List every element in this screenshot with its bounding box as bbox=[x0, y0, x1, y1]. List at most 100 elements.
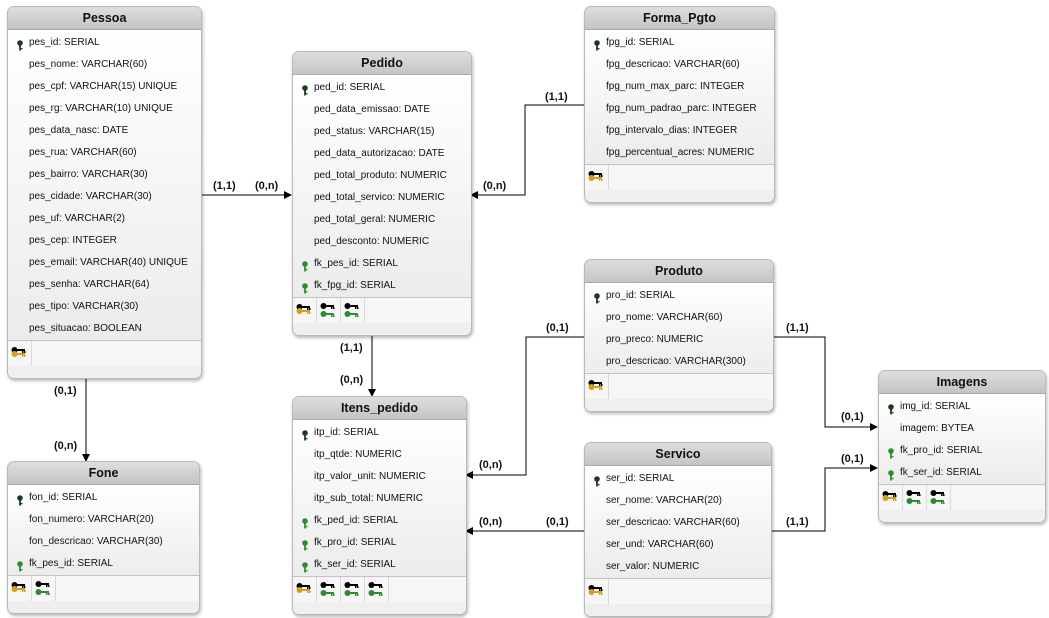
field-row[interactable]: pes_rua: VARCHAR(60) bbox=[8, 142, 201, 164]
card-formapgto-pedido-to: (0,n) bbox=[483, 180, 507, 192]
field-row[interactable]: img_id: SERIAL bbox=[879, 396, 1045, 418]
card-servico-itens-to: (0,n) bbox=[479, 516, 503, 528]
primary-key-icon bbox=[593, 474, 601, 487]
field-row[interactable]: pro_descricao: VARCHAR(300) bbox=[585, 351, 773, 373]
foreign-index-icon bbox=[32, 576, 56, 601]
field-label: ped_id: SERIAL bbox=[314, 82, 386, 93]
line-servico-imagens bbox=[771, 464, 878, 532]
field-row[interactable]: pes_id: SERIAL bbox=[8, 32, 201, 54]
field-row[interactable]: fpg_intervalo_dias: INTEGER bbox=[585, 120, 774, 142]
field-row[interactable]: ser_descricao: VARCHAR(60) bbox=[585, 512, 771, 534]
field-row[interactable]: fk_pro_id: SERIAL bbox=[879, 440, 1045, 462]
field-row[interactable]: fk_pes_id: SERIAL bbox=[293, 253, 471, 275]
field-row[interactable]: ped_data_autorizacao: DATE bbox=[293, 143, 471, 165]
entity-title: Produto bbox=[585, 260, 773, 283]
field-row[interactable]: fon_id: SERIAL bbox=[8, 487, 199, 509]
field-row[interactable]: itp_valor_unit: NUMERIC bbox=[293, 466, 466, 488]
field-label: ped_status: VARCHAR(15) bbox=[314, 126, 435, 137]
field-row[interactable]: pes_situacao: BOOLEAN bbox=[8, 318, 201, 340]
field-label: fk_ser_id: SERIAL bbox=[314, 559, 396, 570]
field-row[interactable]: fk_ser_id: SERIAL bbox=[879, 462, 1045, 484]
field-row[interactable]: itp_qtde: NUMERIC bbox=[293, 444, 466, 466]
entity-produto[interactable]: Produto pro_id: SERIAL pro_nome: VARCHAR(6… bbox=[584, 259, 774, 412]
foreign-index-icon bbox=[341, 577, 365, 602]
foreign-index-icon bbox=[317, 298, 341, 323]
field-list: ped_id: SERIAL ped_data_emissao: DATE ped_… bbox=[293, 75, 471, 297]
field-row[interactable]: itp_id: SERIAL bbox=[293, 422, 466, 444]
field-row[interactable]: fpg_num_padrao_parc: INTEGER bbox=[585, 98, 774, 120]
field-row[interactable]: pes_uf: VARCHAR(2) bbox=[8, 208, 201, 230]
field-row[interactable]: fpg_percentual_acres: NUMERIC bbox=[585, 142, 774, 164]
field-row[interactable]: fk_pes_id: SERIAL bbox=[8, 553, 199, 575]
field-label: itp_qtde: NUMERIC bbox=[314, 449, 402, 460]
field-label: ser_descricao: VARCHAR(60) bbox=[606, 517, 740, 528]
field-row[interactable]: ped_data_emissao: DATE bbox=[293, 99, 471, 121]
field-label: pes_situacao: BOOLEAN bbox=[29, 323, 142, 334]
field-row[interactable]: fk_ped_id: SERIAL bbox=[293, 510, 466, 532]
field-row[interactable]: ped_desconto: NUMERIC bbox=[293, 231, 471, 253]
field-row[interactable]: ped_status: VARCHAR(15) bbox=[293, 121, 471, 143]
field-row[interactable]: fk_fpg_id: SERIAL bbox=[293, 275, 471, 297]
field-row[interactable]: ped_total_geral: NUMERIC bbox=[293, 209, 471, 231]
field-label: pes_bairro: VARCHAR(30) bbox=[29, 169, 148, 180]
field-row[interactable]: imagem: BYTEA bbox=[879, 418, 1045, 440]
field-row[interactable]: ser_und: VARCHAR(60) bbox=[585, 534, 771, 556]
field-row[interactable]: pes_bairro: VARCHAR(30) bbox=[8, 164, 201, 186]
field-row[interactable]: ped_total_servico: NUMERIC bbox=[293, 187, 471, 209]
entity-title: Pedido bbox=[293, 52, 471, 75]
field-list: itp_id: SERIAL itp_qtde: NUMERIC itp_valor… bbox=[293, 420, 466, 576]
field-row[interactable]: itp_sub_total: NUMERIC bbox=[293, 488, 466, 510]
field-row[interactable]: pes_data_nasc: DATE bbox=[8, 120, 201, 142]
foreign-key-icon bbox=[301, 281, 309, 294]
field-row[interactable]: pes_cep: INTEGER bbox=[8, 230, 201, 252]
card-pessoa-fone-to: (0,n) bbox=[54, 440, 78, 452]
field-row[interactable]: fk_ser_id: SERIAL bbox=[293, 554, 466, 576]
field-row[interactable]: ped_id: SERIAL bbox=[293, 77, 471, 99]
field-row[interactable]: pes_cpf: VARCHAR(15) UNIQUE bbox=[8, 76, 201, 98]
foreign-key-icon bbox=[887, 446, 895, 459]
field-row[interactable]: fk_pro_id: SERIAL bbox=[293, 532, 466, 554]
field-label: pro_preco: NUMERIC bbox=[606, 334, 704, 345]
field-label: pro_id: SERIAL bbox=[606, 290, 675, 301]
primary-key-icon bbox=[16, 38, 24, 51]
field-row[interactable]: pes_nome: VARCHAR(60) bbox=[8, 54, 201, 76]
field-row[interactable]: fon_descricao: VARCHAR(30) bbox=[8, 531, 199, 553]
foreign-key-icon bbox=[887, 468, 895, 481]
field-row[interactable]: fpg_id: SERIAL bbox=[585, 32, 774, 54]
field-label: fon_descricao: VARCHAR(30) bbox=[29, 536, 163, 547]
field-label: itp_valor_unit: NUMERIC bbox=[314, 471, 426, 482]
line-produto-itens bbox=[465, 336, 584, 479]
field-label: pro_nome: VARCHAR(60) bbox=[606, 312, 723, 323]
index-footer bbox=[879, 484, 1045, 510]
field-row[interactable]: fon_numero: VARCHAR(20) bbox=[8, 509, 199, 531]
primary-key-icon bbox=[16, 493, 24, 506]
field-row[interactable]: fpg_descricao: VARCHAR(60) bbox=[585, 54, 774, 76]
field-row[interactable]: pes_cidade: VARCHAR(30) bbox=[8, 186, 201, 208]
card-pedido-itens-to: (0,n) bbox=[340, 374, 364, 386]
field-row[interactable]: ped_total_produto: NUMERIC bbox=[293, 165, 471, 187]
field-label: pes_senha: VARCHAR(64) bbox=[29, 279, 150, 290]
field-row[interactable]: pro_id: SERIAL bbox=[585, 285, 773, 307]
primary-index-icon bbox=[879, 485, 903, 510]
field-row[interactable]: pes_rg: VARCHAR(10) UNIQUE bbox=[8, 98, 201, 120]
field-row[interactable]: ser_nome: VARCHAR(20) bbox=[585, 490, 771, 512]
field-row[interactable]: ser_id: SERIAL bbox=[585, 468, 771, 490]
field-row[interactable]: ser_valor: NUMERIC bbox=[585, 556, 771, 578]
field-row[interactable]: pes_senha: VARCHAR(64) bbox=[8, 274, 201, 296]
field-row[interactable]: fpg_num_max_parc: INTEGER bbox=[585, 76, 774, 98]
entity-pedido[interactable]: Pedido ped_id: SERIAL ped_data_emissao: DA… bbox=[292, 51, 472, 336]
foreign-index-icon bbox=[903, 485, 927, 510]
field-row[interactable]: pes_tipo: VARCHAR(30) bbox=[8, 296, 201, 318]
field-row[interactable]: pro_nome: VARCHAR(60) bbox=[585, 307, 773, 329]
foreign-key-icon bbox=[301, 560, 309, 573]
field-row[interactable]: pes_email: VARCHAR(40) UNIQUE bbox=[8, 252, 201, 274]
field-row[interactable]: pro_preco: NUMERIC bbox=[585, 329, 773, 351]
